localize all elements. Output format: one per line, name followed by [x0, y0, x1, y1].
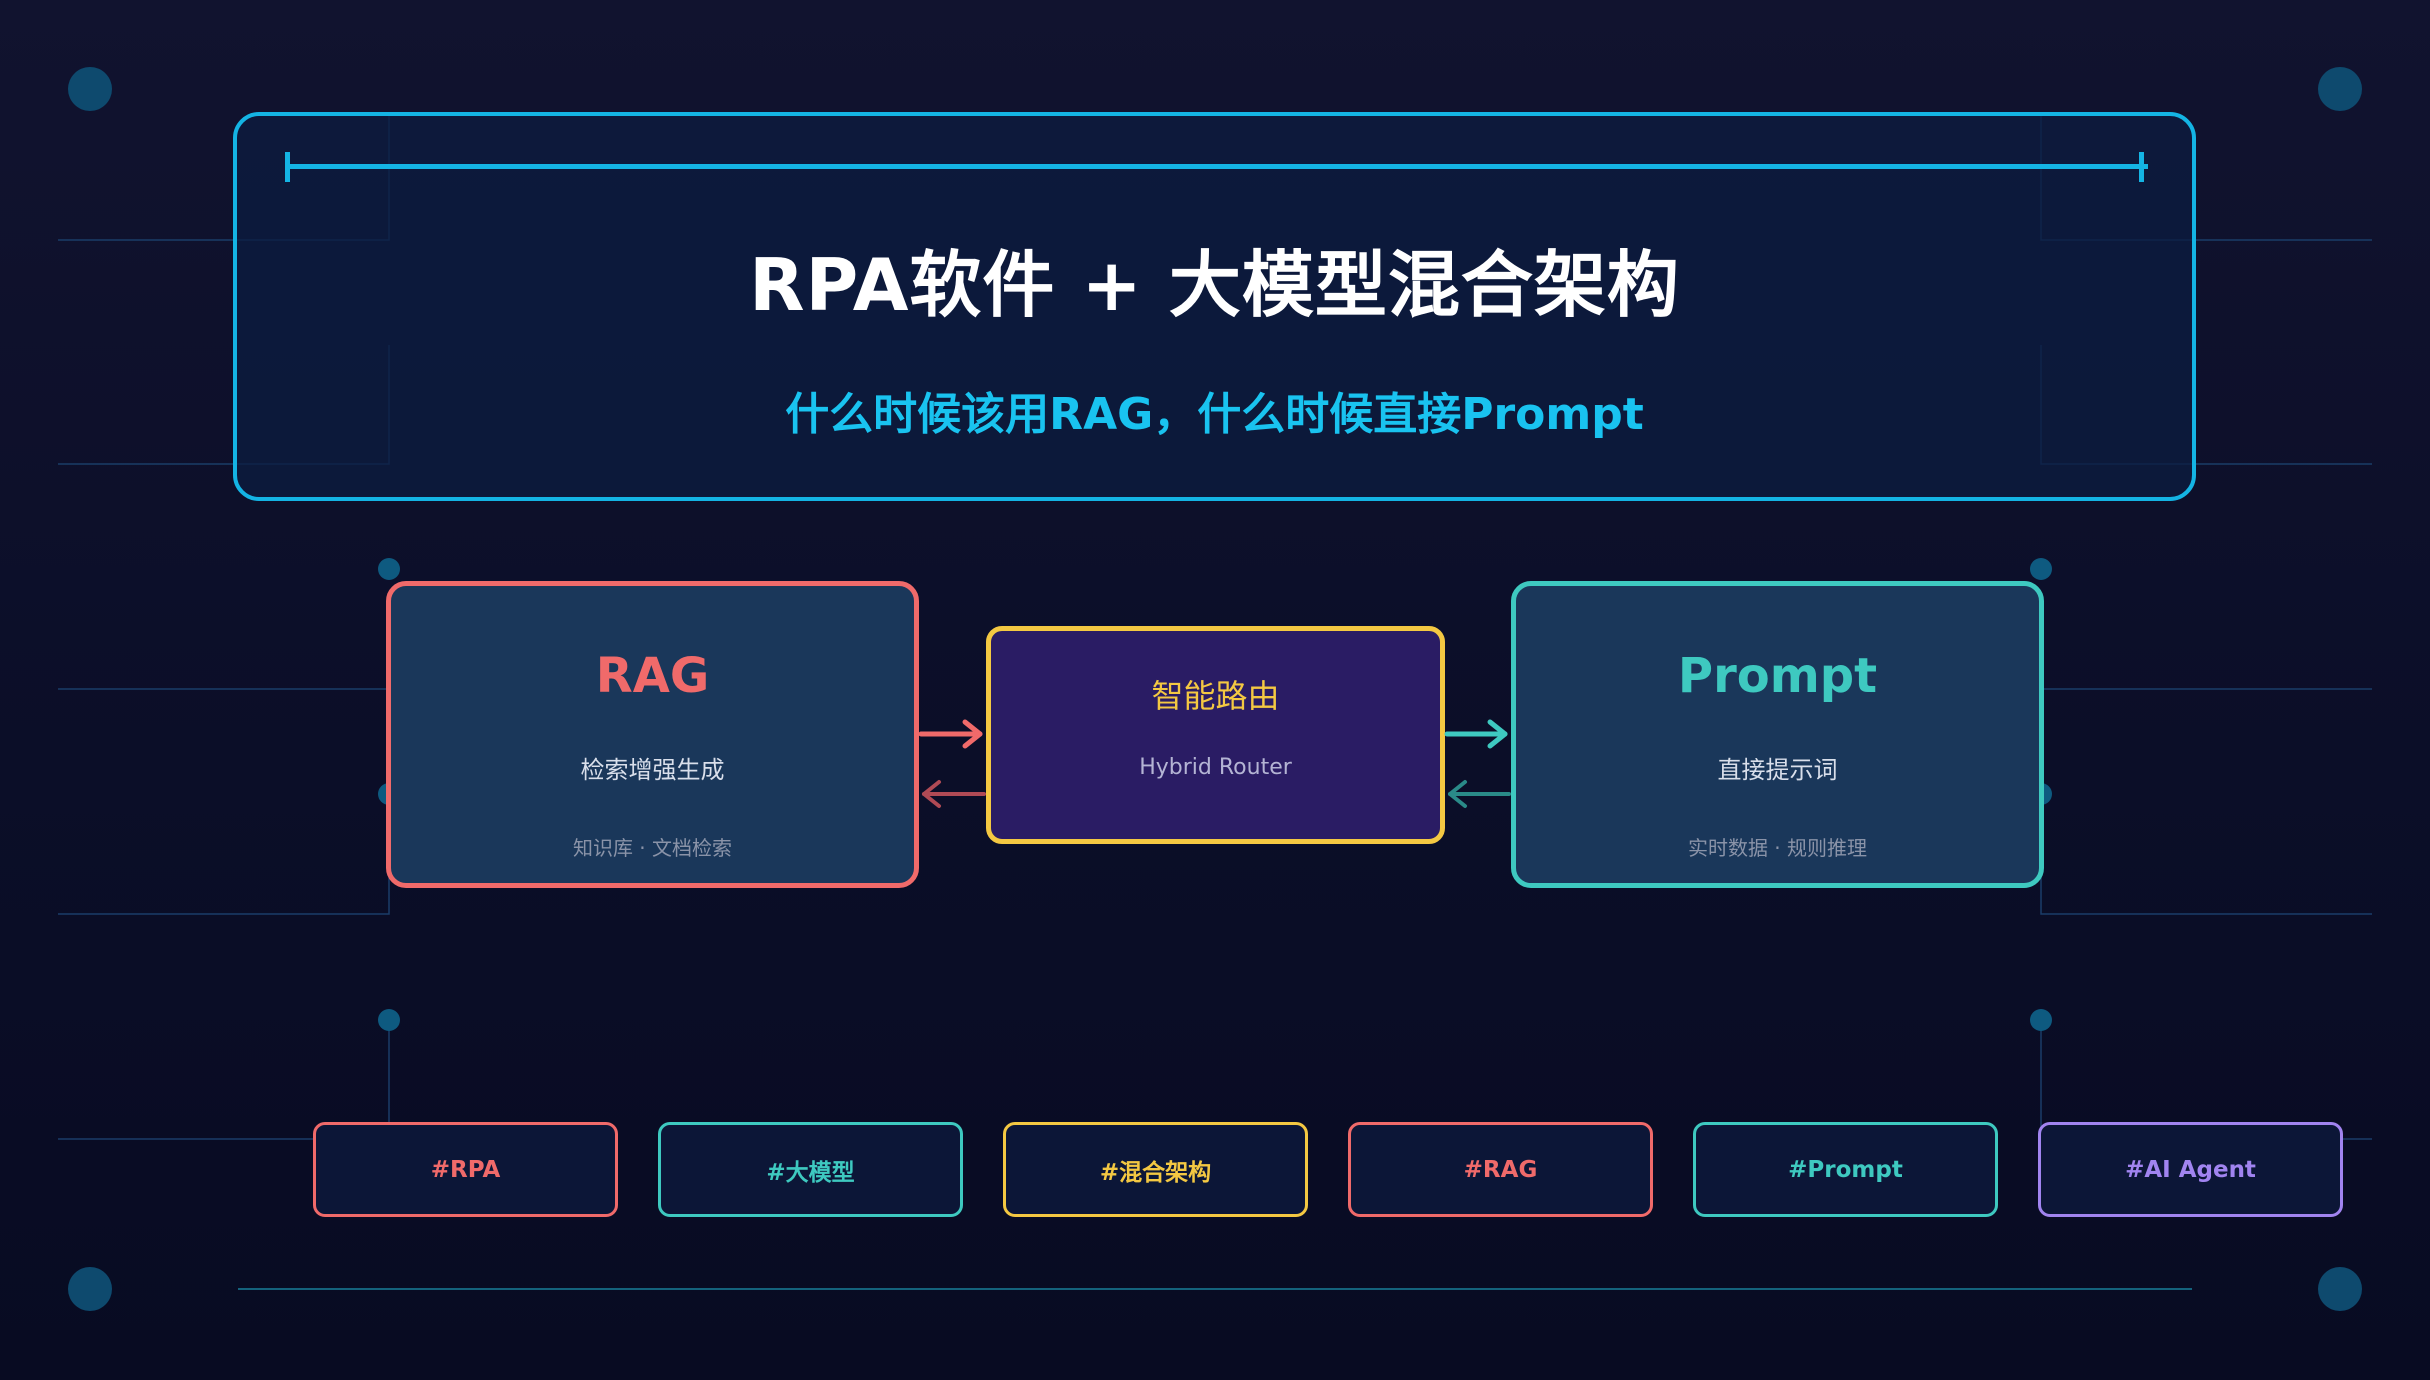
tag-label: #AI Agent	[2125, 1156, 2256, 1183]
circuit-node	[378, 1009, 400, 1031]
router-node-title: 智能路由	[1151, 677, 1280, 715]
title-bar-right-cap	[2139, 152, 2144, 182]
prompt-node-desc: 直接提示词	[1717, 756, 1838, 784]
prompt-node-title: Prompt	[1677, 648, 1878, 704]
rag-node-title: RAG	[595, 648, 710, 704]
rag-node-desc: 检索增强生成	[580, 756, 725, 784]
tag-label: #Prompt	[1788, 1156, 1903, 1183]
corner-dot	[68, 1267, 112, 1311]
circuit-line	[2040, 794, 2372, 915]
corner-dot	[2318, 67, 2362, 111]
tag-prompt: #Prompt	[1693, 1122, 1998, 1217]
page-subtitle: 什么时候该用RAG，什么时候直接Prompt	[785, 389, 1644, 440]
tag-llm: #大模型	[658, 1122, 963, 1217]
corner-dot	[68, 67, 112, 111]
circuit-node	[378, 558, 400, 580]
tag-label: #RPA	[430, 1156, 501, 1183]
tag-label: #RAG	[1463, 1156, 1538, 1183]
circuit-node	[2030, 558, 2052, 580]
tag-ai-agent: #AI Agent	[2038, 1122, 2343, 1217]
router-node: 智能路由 Hybrid Router	[986, 626, 1445, 844]
prompt-node-note: 实时数据 · 规则推理	[1687, 836, 1868, 860]
corner-dot	[2318, 1267, 2362, 1311]
tag-rag: #RAG	[1348, 1122, 1653, 1217]
circuit-node	[2030, 1009, 2052, 1031]
router-node-subtitle: Hybrid Router	[1139, 755, 1292, 780]
title-panel: RPA软件 + 大模型混合架构 什么时候该用RAG，什么时候直接Prompt	[233, 112, 2196, 501]
page-title: RPA软件 + 大模型混合架构	[749, 243, 1680, 327]
title-underline-bar	[287, 164, 2148, 169]
circuit-line	[58, 794, 390, 915]
title-bar-left-cap	[285, 152, 290, 182]
tag-rpa: #RPA	[313, 1122, 618, 1217]
tag-label: #大模型	[766, 1159, 855, 1186]
rag-node: RAG 检索增强生成 知识库 · 文档检索	[386, 581, 919, 888]
prompt-node: Prompt 直接提示词 实时数据 · 规则推理	[1511, 581, 2044, 888]
rag-node-note: 知识库 · 文档检索	[572, 836, 733, 860]
tag-label: #混合架构	[1099, 1159, 1212, 1186]
tag-hybrid: #混合架构	[1003, 1122, 1308, 1217]
